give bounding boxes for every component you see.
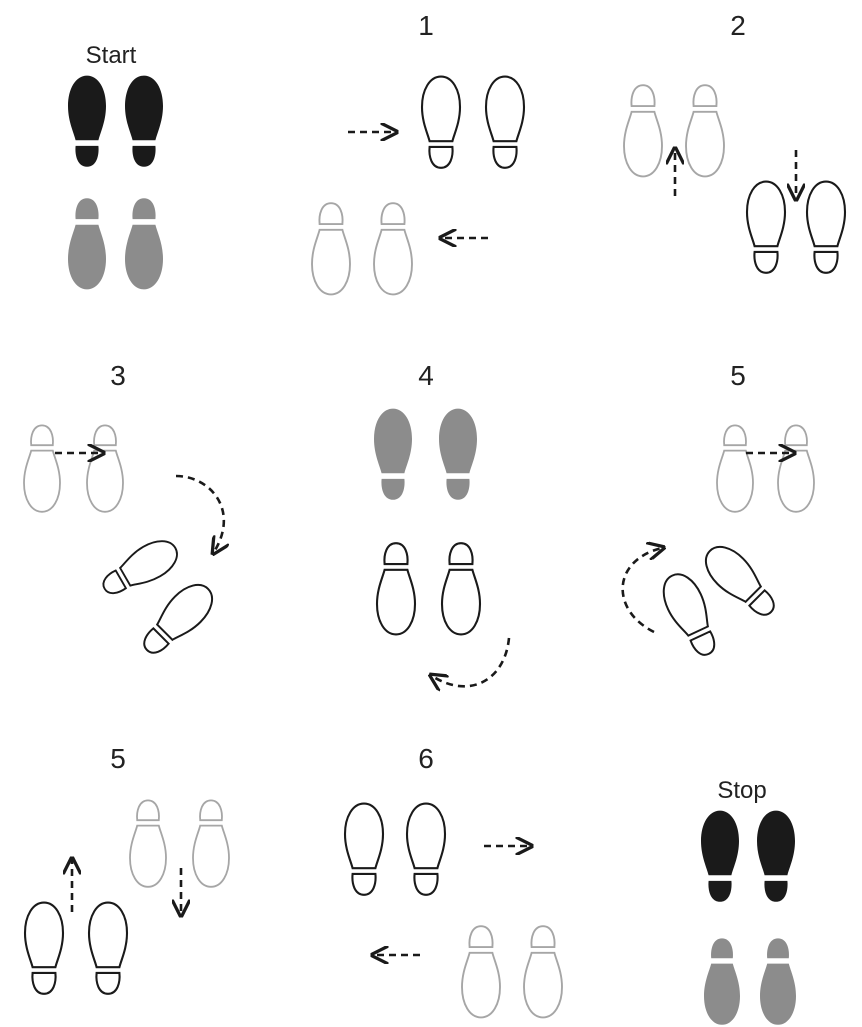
step3-right-gray-shoe-icon (87, 425, 123, 511)
start-left-black-shoe-icon (68, 76, 106, 167)
step5b-left-gray-shoe-icon (130, 800, 166, 886)
step3-left-gray-shoe-icon (24, 425, 60, 511)
step2-right-gray-shoe-icon (686, 85, 724, 176)
step1-right-black-shoe-icon (486, 77, 524, 168)
step5-left-gray-shoe-icon (717, 425, 753, 511)
step5b-left-black-shoe-icon (25, 903, 63, 994)
step1-right-gray-shoe-icon (374, 203, 412, 294)
step6-right-black-shoe-icon (407, 804, 445, 895)
step2-left-gray-shoe-icon (624, 85, 662, 176)
step5-right-black-shoe-icon (697, 538, 784, 625)
step1-left-black-shoe-icon (422, 77, 460, 168)
step4-right-black-shoe-icon (442, 543, 480, 634)
step6-right-gray-shoe-icon (524, 926, 562, 1017)
step2-left-black-shoe-icon (747, 182, 785, 273)
step6-left-black-shoe-icon (345, 804, 383, 895)
step3-curve-arrow-icon (176, 476, 224, 552)
step1-left-gray-shoe-icon (312, 203, 350, 294)
step3-top-black-shoe-icon (96, 533, 184, 603)
step5-right-gray-shoe-icon (778, 425, 814, 511)
step5-curve-arrow-icon (623, 548, 662, 632)
start-right-black-shoe-icon (125, 76, 163, 167)
step4-right-gray-shoe-icon (439, 409, 477, 500)
step3-bottom-black-shoe-icon (134, 576, 221, 663)
step4-left-gray-shoe-icon (374, 409, 412, 500)
step4-left-black-shoe-icon (377, 543, 415, 634)
stop-left-black-shoe-icon (701, 811, 739, 902)
stop-right-gray-shoe-icon (760, 938, 796, 1024)
step2-right-black-shoe-icon (807, 182, 845, 273)
start-left-gray-shoe-icon (68, 198, 106, 289)
step6-left-gray-shoe-icon (462, 926, 500, 1017)
start-right-gray-shoe-icon (125, 198, 163, 289)
step5b-right-black-shoe-icon (89, 903, 127, 994)
stop-left-gray-shoe-icon (704, 938, 740, 1024)
stop-right-black-shoe-icon (757, 811, 795, 902)
step4-curve-arrow-icon (432, 638, 509, 686)
step5b-right-gray-shoe-icon (193, 800, 229, 886)
